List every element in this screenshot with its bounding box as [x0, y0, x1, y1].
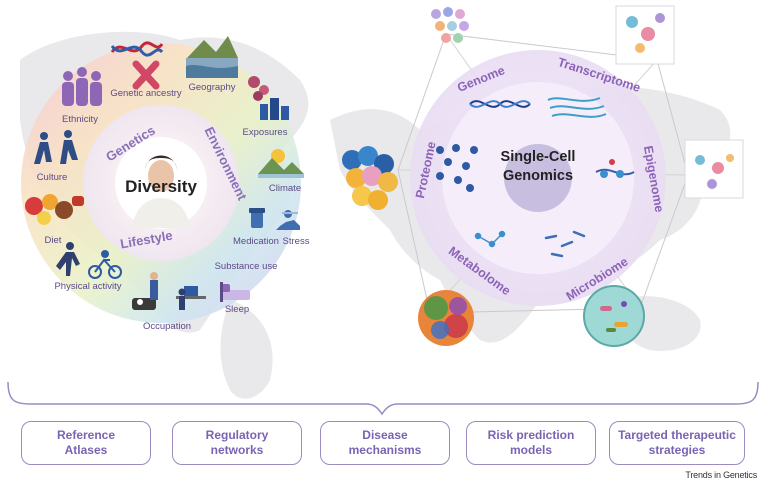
factor-medication: Medication — [233, 236, 279, 247]
pill-bottle-icon — [249, 208, 265, 228]
protein-blob-icon — [418, 290, 474, 346]
microbes-icon — [544, 230, 586, 258]
factor-substance-use: Substance use — [214, 261, 278, 272]
outcome-line1: Risk prediction — [487, 428, 575, 442]
sun-mountain-icon — [258, 149, 304, 178]
microbe-sphere-icon — [583, 285, 645, 347]
bicycle-icon — [88, 250, 122, 279]
runner-icon — [56, 242, 80, 276]
outcome-line2: models — [509, 443, 552, 457]
outcome-line1: Reference — [56, 428, 116, 442]
gene-circles-icon — [431, 7, 469, 43]
factor-diet: Diet — [44, 235, 62, 246]
outcome-line1: Regulatory — [205, 428, 269, 442]
landscape-icon — [186, 36, 238, 78]
office-worker-icon — [176, 286, 206, 310]
genomics-center-line2: Genomics — [502, 168, 574, 184]
rna-strands-icon — [547, 97, 607, 118]
stressed-person-icon — [276, 210, 300, 230]
food-icon — [25, 194, 84, 225]
people-group-icon — [62, 67, 102, 106]
dna-strand-icon — [469, 100, 531, 108]
factor-physical-activity: Physical activity — [54, 281, 122, 292]
bottom-brace — [7, 381, 759, 416]
journal-credit: Trends in Genetics — [685, 470, 757, 480]
factor-occupation: Occupation — [142, 321, 192, 332]
bed-icon — [220, 282, 250, 302]
chromosome-icon — [132, 60, 160, 90]
factor-geography: Geography — [188, 82, 236, 93]
genomics-center-line1: Single-Cell — [500, 149, 576, 165]
dancers-icon — [34, 130, 78, 164]
portrait-photo — [132, 155, 190, 228]
outcome-line1: Targeted therapeutic — [618, 428, 736, 442]
diversity-center-label: Diversity — [125, 177, 197, 196]
factor-stress: Stress — [282, 236, 310, 247]
factor-genetic-ancestry: Genetic ancestry — [110, 88, 182, 99]
chromatin-icon — [595, 159, 635, 178]
factor-sleep: Sleep — [224, 304, 250, 315]
dna-helix-icon — [110, 41, 164, 57]
exposures-icon — [248, 76, 289, 120]
cell-cluster-icon — [342, 146, 398, 210]
outcome-line2: mechanisms — [348, 443, 422, 457]
outcome-line2: Atlases — [64, 443, 108, 457]
scrna-plot-2-icon — [684, 139, 744, 199]
cow-farmer-icon — [132, 272, 158, 310]
factor-ethnicity: Ethnicity — [62, 114, 98, 125]
outcome-line1: Disease — [362, 428, 408, 442]
scrna-plot-icon — [615, 5, 675, 65]
protein-clusters-icon — [436, 144, 478, 192]
factor-culture: Culture — [36, 172, 68, 183]
omics-wheel — [410, 50, 666, 306]
diversity-wheel — [21, 43, 301, 323]
outcome-line2: strategies — [648, 443, 706, 457]
factor-climate: Climate — [268, 183, 302, 194]
factor-exposures: Exposures — [242, 127, 288, 138]
outcome-line2: networks — [210, 443, 264, 457]
metabolite-network-icon — [474, 230, 506, 248]
